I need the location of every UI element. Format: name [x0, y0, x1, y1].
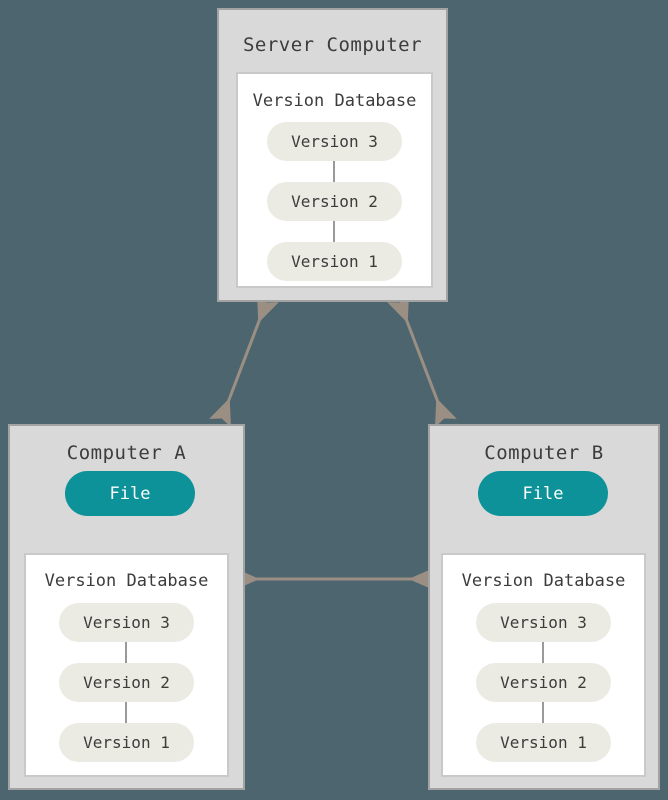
- computer-b-version-pill-2[interactable]: Version 2: [476, 663, 611, 702]
- computer-a-connector-2-1: [125, 702, 127, 723]
- computer-a-version-pill-2[interactable]: Version 2: [59, 663, 194, 702]
- computer-b-title: Computer B: [484, 442, 604, 464]
- server-version-pill-3[interactable]: Version 3: [267, 122, 402, 161]
- arrow-server-to-computer-b: [387, 293, 457, 428]
- computer-a-version-database-panel[interactable]: Version Database Version 3 Version 2 Ver…: [24, 553, 229, 777]
- server-version-database-title: Version Database: [252, 91, 417, 111]
- computer-b-box[interactable]: Computer B File Version Database Version…: [428, 424, 660, 790]
- computer-a-file-pill[interactable]: File: [65, 471, 195, 516]
- computer-b-version-pill-1[interactable]: Version 1: [476, 723, 611, 762]
- arrow-server-to-computer-a: [209, 293, 279, 428]
- computer-a-title: Computer A: [66, 442, 187, 464]
- server-computer-box[interactable]: Server Computer Version Database Version…: [217, 8, 448, 302]
- computer-a-connector-3-2: [125, 642, 127, 663]
- computer-a-version-database-title: Version Database: [44, 571, 209, 591]
- computer-a-version-pill-3[interactable]: Version 3: [59, 603, 194, 642]
- computer-b-version-database-title: Version Database: [461, 571, 626, 591]
- computer-a-box[interactable]: Computer A File Version Database Version…: [8, 424, 245, 790]
- server-version-database-panel[interactable]: Version Database Version 3 Version 2 Ver…: [236, 72, 433, 288]
- computer-b-file-pill[interactable]: File: [478, 471, 608, 516]
- server-version-pill-1[interactable]: Version 1: [267, 242, 402, 281]
- server-version-pill-2[interactable]: Version 2: [267, 182, 402, 221]
- computer-b-connector-3-2: [542, 642, 544, 663]
- computer-b-connector-2-1: [542, 702, 544, 723]
- server-computer-title: Server Computer: [242, 34, 423, 56]
- computer-b-version-pill-3[interactable]: Version 3: [476, 603, 611, 642]
- computer-b-version-database-panel[interactable]: Version Database Version 3 Version 2 Ver…: [441, 553, 646, 777]
- server-connector-2-1: [333, 221, 335, 242]
- server-connector-3-2: [333, 161, 335, 182]
- computer-a-version-pill-1[interactable]: Version 1: [59, 723, 194, 762]
